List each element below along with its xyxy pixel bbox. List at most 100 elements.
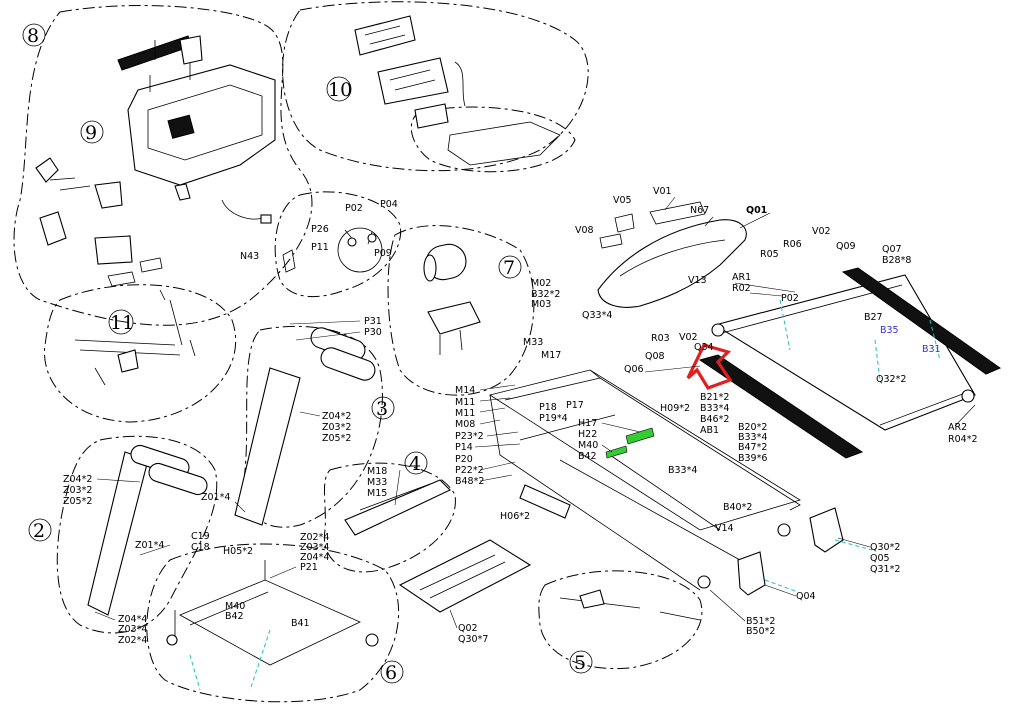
label-q30x2: Q30*2 [870, 542, 900, 553]
label-m18: M18 [367, 466, 387, 477]
label-ar1: AR1 [732, 272, 751, 283]
label-h05x2: H05*2 [223, 546, 253, 557]
group-number-10: 10 [328, 79, 352, 101]
label-b42a: B42 [578, 451, 597, 462]
label-v14: V14 [715, 523, 734, 534]
label-b35: B35 [880, 325, 899, 336]
label-v01: V01 [653, 186, 672, 197]
label-p14: P14 [455, 442, 473, 453]
label-b21x2: B21*2 [700, 392, 729, 403]
group-number-4: 4 [409, 453, 421, 475]
label-p17: P17 [566, 400, 584, 411]
label-v02b: V02 [812, 226, 831, 237]
handlebar-frame-11 [74, 289, 196, 386]
group-number-circles: 8 9 10 11 7 3 2 4 6 5 [22, 23, 593, 684]
label-h22: H22 [578, 429, 597, 440]
label-z04x4a: Z04*4 [300, 552, 329, 563]
label-p04: P04 [380, 199, 398, 210]
label-m33a: M33 [523, 337, 543, 348]
group-number-6: 6 [385, 662, 397, 684]
label-p20: P20 [455, 454, 473, 465]
group-number-11: 11 [110, 312, 134, 334]
outline-group-7 [387, 225, 535, 396]
label-r03: R03 [651, 333, 670, 344]
outline-group-10 [282, 1, 589, 172]
label-m17: M17 [541, 350, 561, 361]
label-m40a: M40 [578, 440, 598, 451]
label-b40x2: B40*2 [723, 502, 752, 513]
label-p21: P21 [300, 562, 318, 573]
label-z05x2a: Z05*2 [322, 433, 351, 444]
label-z04x2a: Z04*2 [322, 411, 351, 422]
label-p02b: P02 [345, 203, 363, 214]
highlight-arrow [686, 343, 733, 390]
label-b42b: B42 [225, 611, 244, 622]
group-number-2: 2 [33, 520, 45, 542]
label-z05x2b: Z05*2 [63, 496, 92, 507]
label-z02x4a: Z02*4 [300, 532, 329, 543]
label-b27: B27 [864, 312, 883, 323]
label-p23x2: P23*2 [455, 431, 484, 442]
label-p26: P26 [311, 224, 329, 235]
label-r04x2: R04*2 [948, 434, 977, 445]
label-m02: M02 [531, 278, 551, 289]
label-z04x4b: Z04*4 [118, 614, 147, 625]
label-c19: C19 [191, 531, 210, 542]
label-m33b: M33 [367, 477, 387, 488]
label-q32x2: Q32*2 [876, 374, 906, 385]
label-z04x2b: Z04*2 [63, 474, 92, 485]
label-z01x4a: Z01*4 [201, 492, 230, 503]
outline-group-11 [43, 284, 237, 423]
label-q09: Q09 [836, 241, 856, 252]
label-ab1: AB1 [700, 425, 719, 436]
label-c18: C18 [191, 542, 210, 553]
group-number-5: 5 [574, 652, 586, 674]
outline-group-10-lower [410, 106, 576, 173]
label-q30x7: Q30*7 [458, 634, 488, 645]
outline-group-6 [146, 543, 400, 703]
label-v08: V08 [575, 225, 594, 236]
label-b41: B41 [291, 618, 310, 629]
label-b47x2: B47*2 [738, 442, 767, 453]
label-n67: N67 [690, 205, 709, 216]
label-h09x2: H09*2 [660, 403, 690, 414]
label-z03x2a: Z03*2 [322, 422, 351, 433]
label-r02: R02 [732, 283, 751, 294]
bottom-pan [398, 539, 532, 613]
label-m11a: M11 [455, 397, 475, 408]
label-p11: P11 [311, 242, 329, 253]
label-m40b: M40 [225, 601, 245, 612]
label-z03x2b: Z03*2 [63, 485, 92, 496]
label-p18: P18 [539, 402, 557, 413]
label-h06x2: H06*2 [500, 511, 530, 522]
group-number-7: 7 [503, 257, 515, 279]
label-q02: Q02 [458, 623, 478, 634]
outline-group-8-9 [13, 5, 313, 326]
outline-pulse-sensor [274, 191, 402, 298]
label-z03x4a: Z03*4 [300, 542, 329, 553]
label-n43: N43 [240, 251, 259, 262]
label-r06: R06 [783, 239, 802, 250]
group-number-9: 9 [85, 122, 97, 144]
label-b51x2: B51*2 [746, 616, 775, 627]
label-v05: V05 [613, 195, 632, 206]
label-b32x2: B32*2 [531, 289, 560, 300]
motor-hood [597, 201, 747, 308]
base-frame-6 [166, 560, 379, 666]
label-b33x4b: B33*4 [738, 432, 767, 443]
label-q04: Q04 [796, 591, 816, 602]
label-b33x4c: B33*4 [668, 465, 697, 476]
label-m08: M08 [455, 419, 475, 430]
label-b48x2: B48*2 [455, 476, 484, 487]
label-z01x4b: Z01*4 [135, 540, 164, 551]
label-p19x4: P19*4 [539, 413, 568, 424]
label-q34: Q34 [694, 342, 714, 353]
label-b39x6: B39*6 [738, 453, 767, 464]
label-q33x4: Q33*4 [582, 310, 612, 321]
label-p09: P09 [374, 248, 392, 259]
group-number-3: 3 [376, 398, 388, 420]
outline-group-2 [56, 435, 218, 634]
motor-assembly-7 [423, 243, 481, 355]
label-m03: M03 [531, 299, 551, 310]
